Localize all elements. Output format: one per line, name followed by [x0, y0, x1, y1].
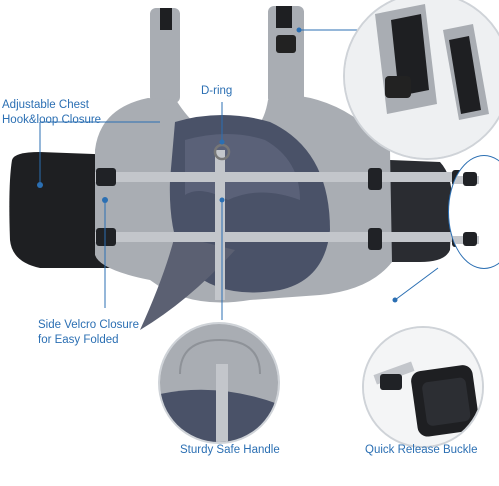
side-velcro-label-line1: Side Velcro Closure	[38, 319, 139, 331]
velcro-closeup-circle	[343, 0, 499, 160]
side-velcro-label-line2: for Easy Folded	[38, 334, 119, 346]
handle-label: Sturdy Safe Handle	[180, 444, 280, 456]
chest-closure-label-line1: Adjustable Chest	[2, 99, 89, 111]
handle-closeup-circle	[158, 322, 280, 444]
chest-closure-label-line2: Hook&loop Closure	[2, 114, 102, 126]
quick-release-closeup-circle	[362, 326, 484, 448]
side-buckle-closeup-circle	[448, 155, 499, 269]
chest-closure-label: Adjustable Chest Hook&loop Closure	[2, 98, 101, 128]
buckle-label: Quick Release Buckle	[365, 444, 478, 456]
side-velcro-label: Side Velcro Closure for Easy Folded	[38, 318, 139, 348]
d-ring-label: D-ring	[201, 85, 233, 97]
